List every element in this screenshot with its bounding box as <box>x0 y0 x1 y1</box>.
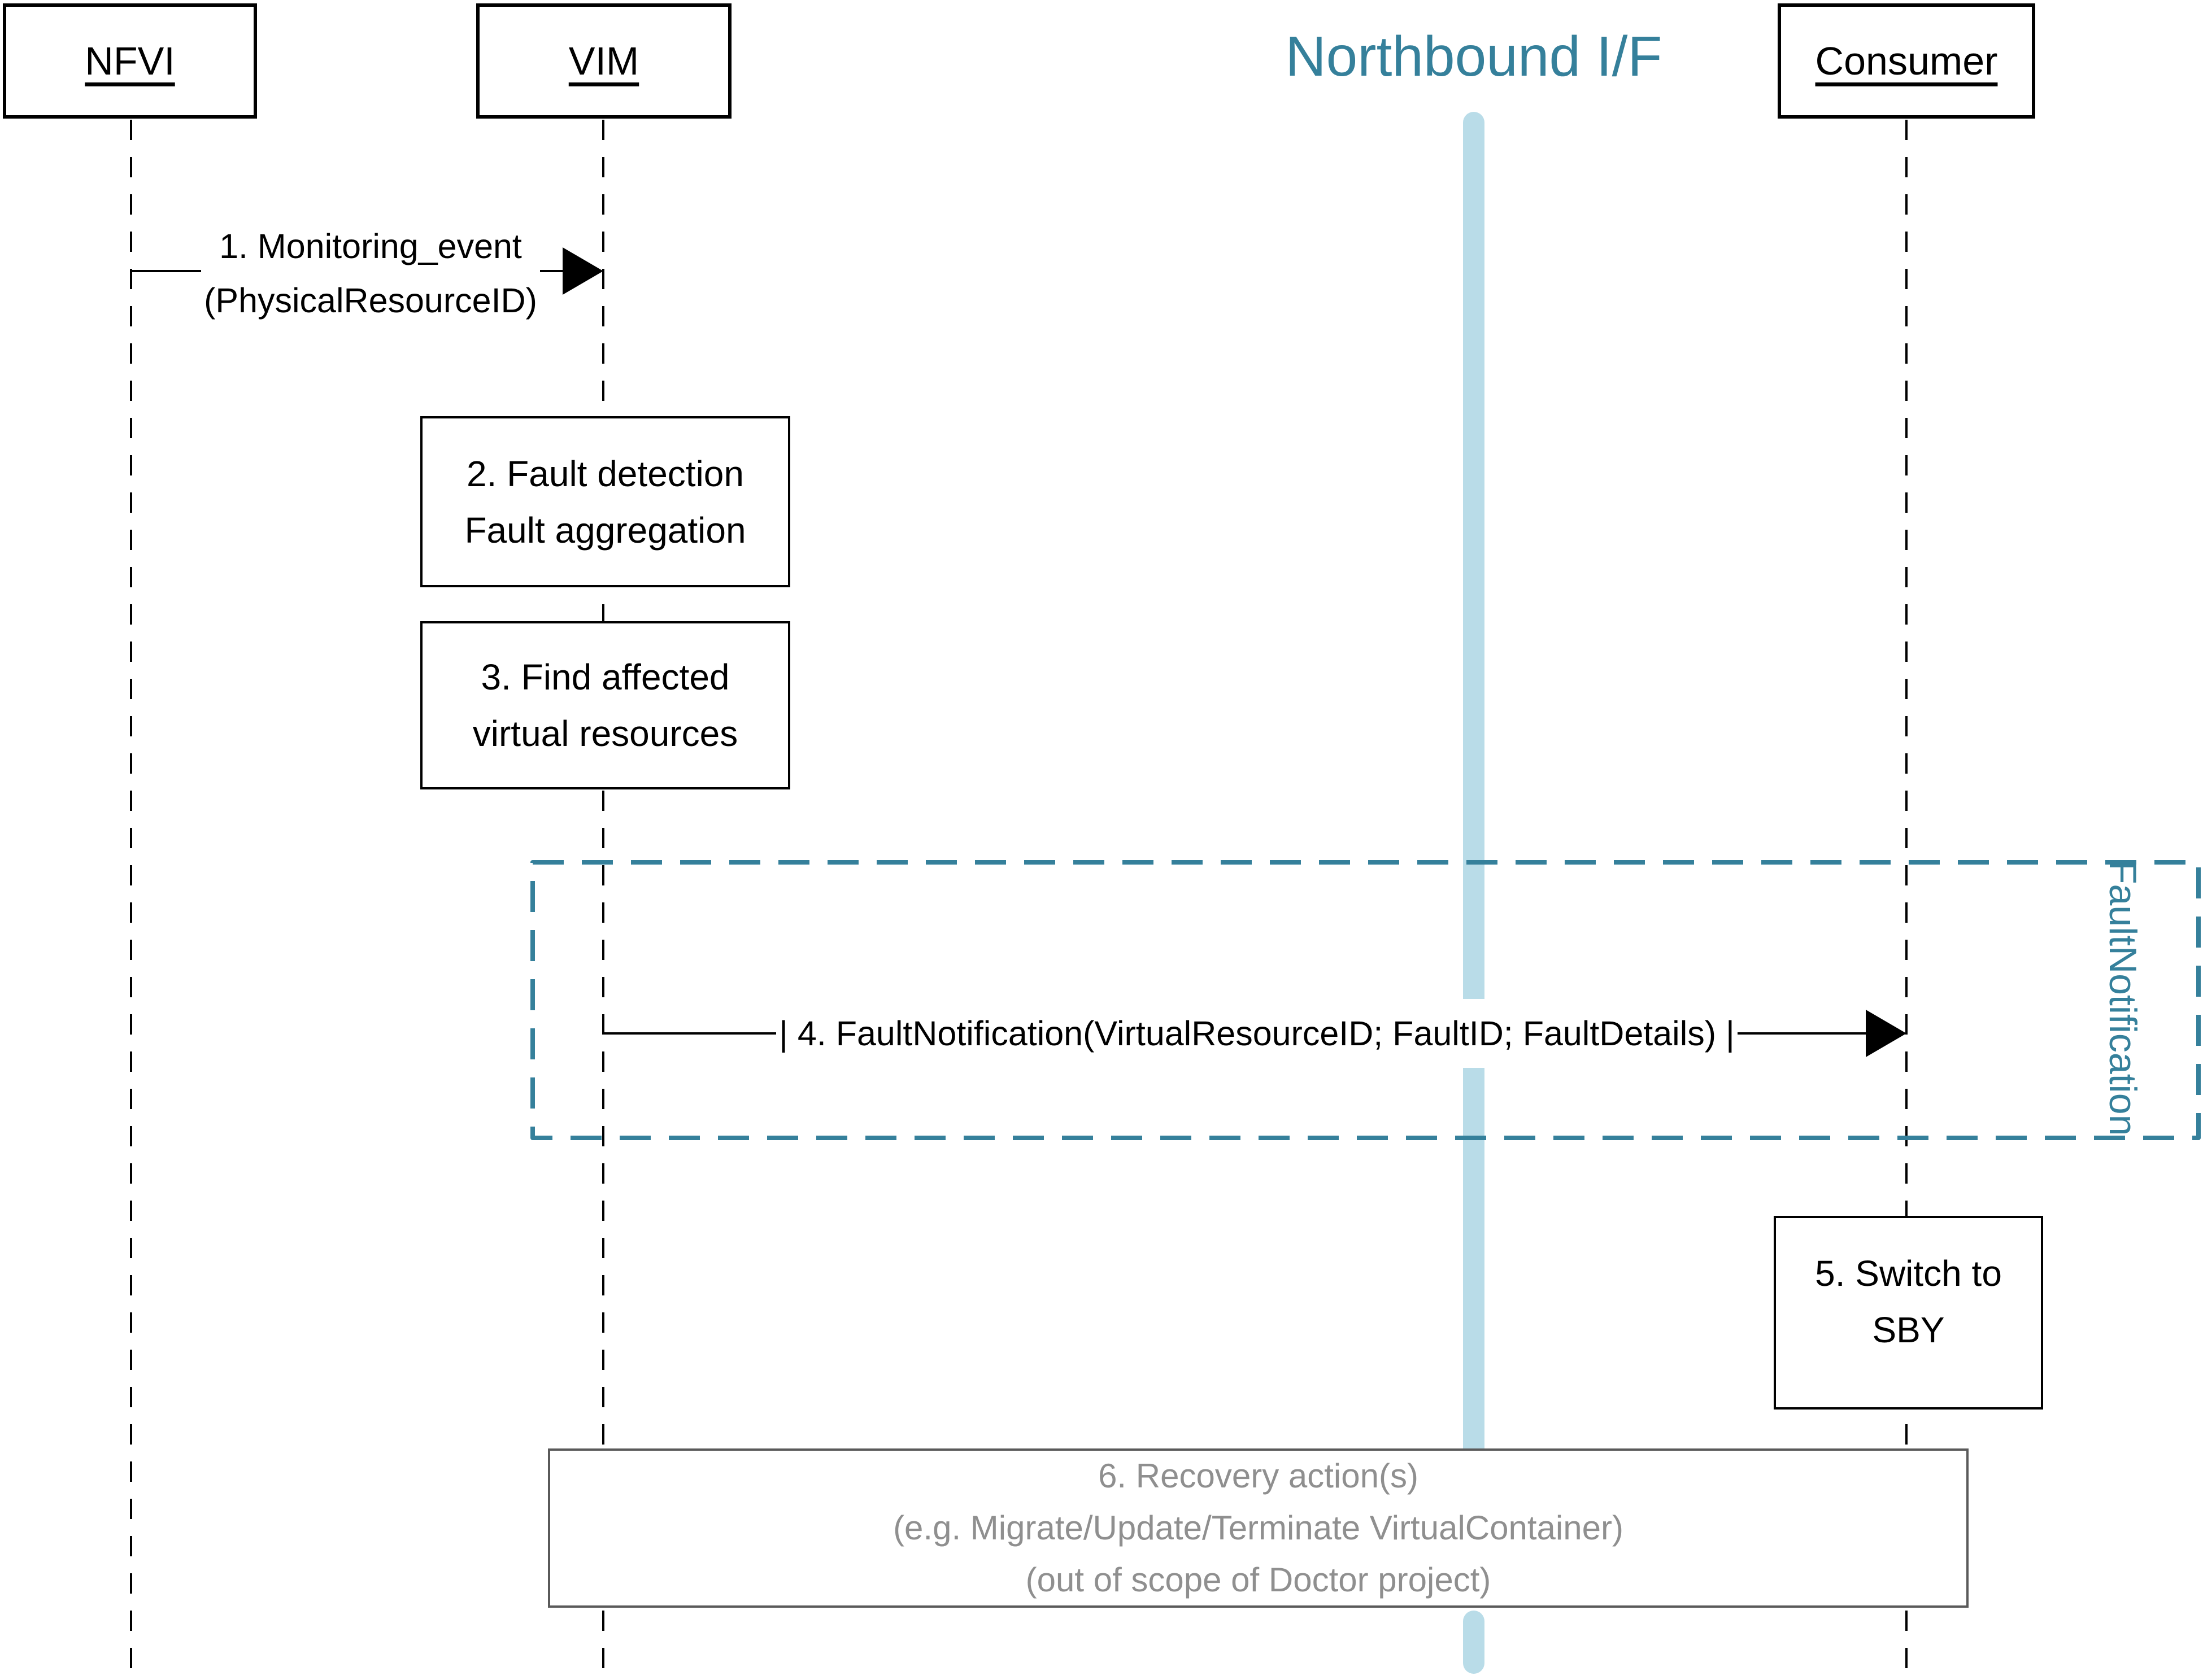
participant-nfvi: NFVI <box>3 3 257 119</box>
northbound-lifeline-bar <box>1463 112 1484 1580</box>
note-recovery-action-line1: 6. Recovery action(s) <box>1098 1457 1418 1495</box>
message1-arrowhead-icon <box>563 247 603 295</box>
northbound-lifeline-bar-bottom <box>1463 1611 1484 1674</box>
activity-fault-detection-line2: Fault aggregation <box>464 509 746 551</box>
participant-consumer: Consumer <box>1778 3 2035 119</box>
message1-label-line1: 1. Monitoring_event <box>219 227 522 265</box>
activity-switch-to-sby-line2: SBY <box>1872 1309 1945 1350</box>
northbound-title: Northbound I/F <box>1285 24 1662 88</box>
message1-label-line2: (PhysicalResourceID) <box>204 281 537 320</box>
activity-fault-detection: 2. Fault detection Fault aggregation <box>420 416 790 587</box>
activity-find-affected: 3. Find affected virtual resources <box>420 621 790 789</box>
participant-consumer-label: Consumer <box>1815 39 1998 83</box>
note-recovery-action-line3: (out of scope of Doctor project) <box>1025 1561 1491 1599</box>
fault-notification-frame <box>530 860 2201 1140</box>
fault-notification-frame-label-line1: Fault <box>2101 860 2144 946</box>
message4-label: | 4. FaultNotification(VirtualResourceID… <box>776 999 1738 1068</box>
activity-fault-detection-line1: 2. Fault detection <box>467 453 744 494</box>
participant-vim: VIM <box>476 3 732 119</box>
activity-switch-to-sby: 5. Switch to SBY <box>1774 1216 2043 1410</box>
participant-nfvi-label: NFVI <box>85 39 175 83</box>
activity-find-affected-line1: 3. Find affected <box>481 657 730 697</box>
fault-notification-frame-label-line2: Notification <box>2101 945 2144 1136</box>
activity-switch-to-sby-line1: 5. Switch to <box>1815 1253 2002 1294</box>
participant-vim-label: VIM <box>568 39 639 83</box>
note-recovery-action-line2: (e.g. Migrate/Update/Terminate VirtualCo… <box>893 1509 1623 1547</box>
message1-label: 1. Monitoring_event (PhysicalResourceID) <box>201 213 540 333</box>
fault-notification-frame-label: Fault Notification <box>2061 861 2185 1136</box>
activity-find-affected-line2: virtual resources <box>472 713 738 754</box>
message4-arrowhead-icon <box>1866 1010 1906 1057</box>
note-recovery-action: 6. Recovery action(s) (e.g. Migrate/Upda… <box>548 1448 1969 1608</box>
